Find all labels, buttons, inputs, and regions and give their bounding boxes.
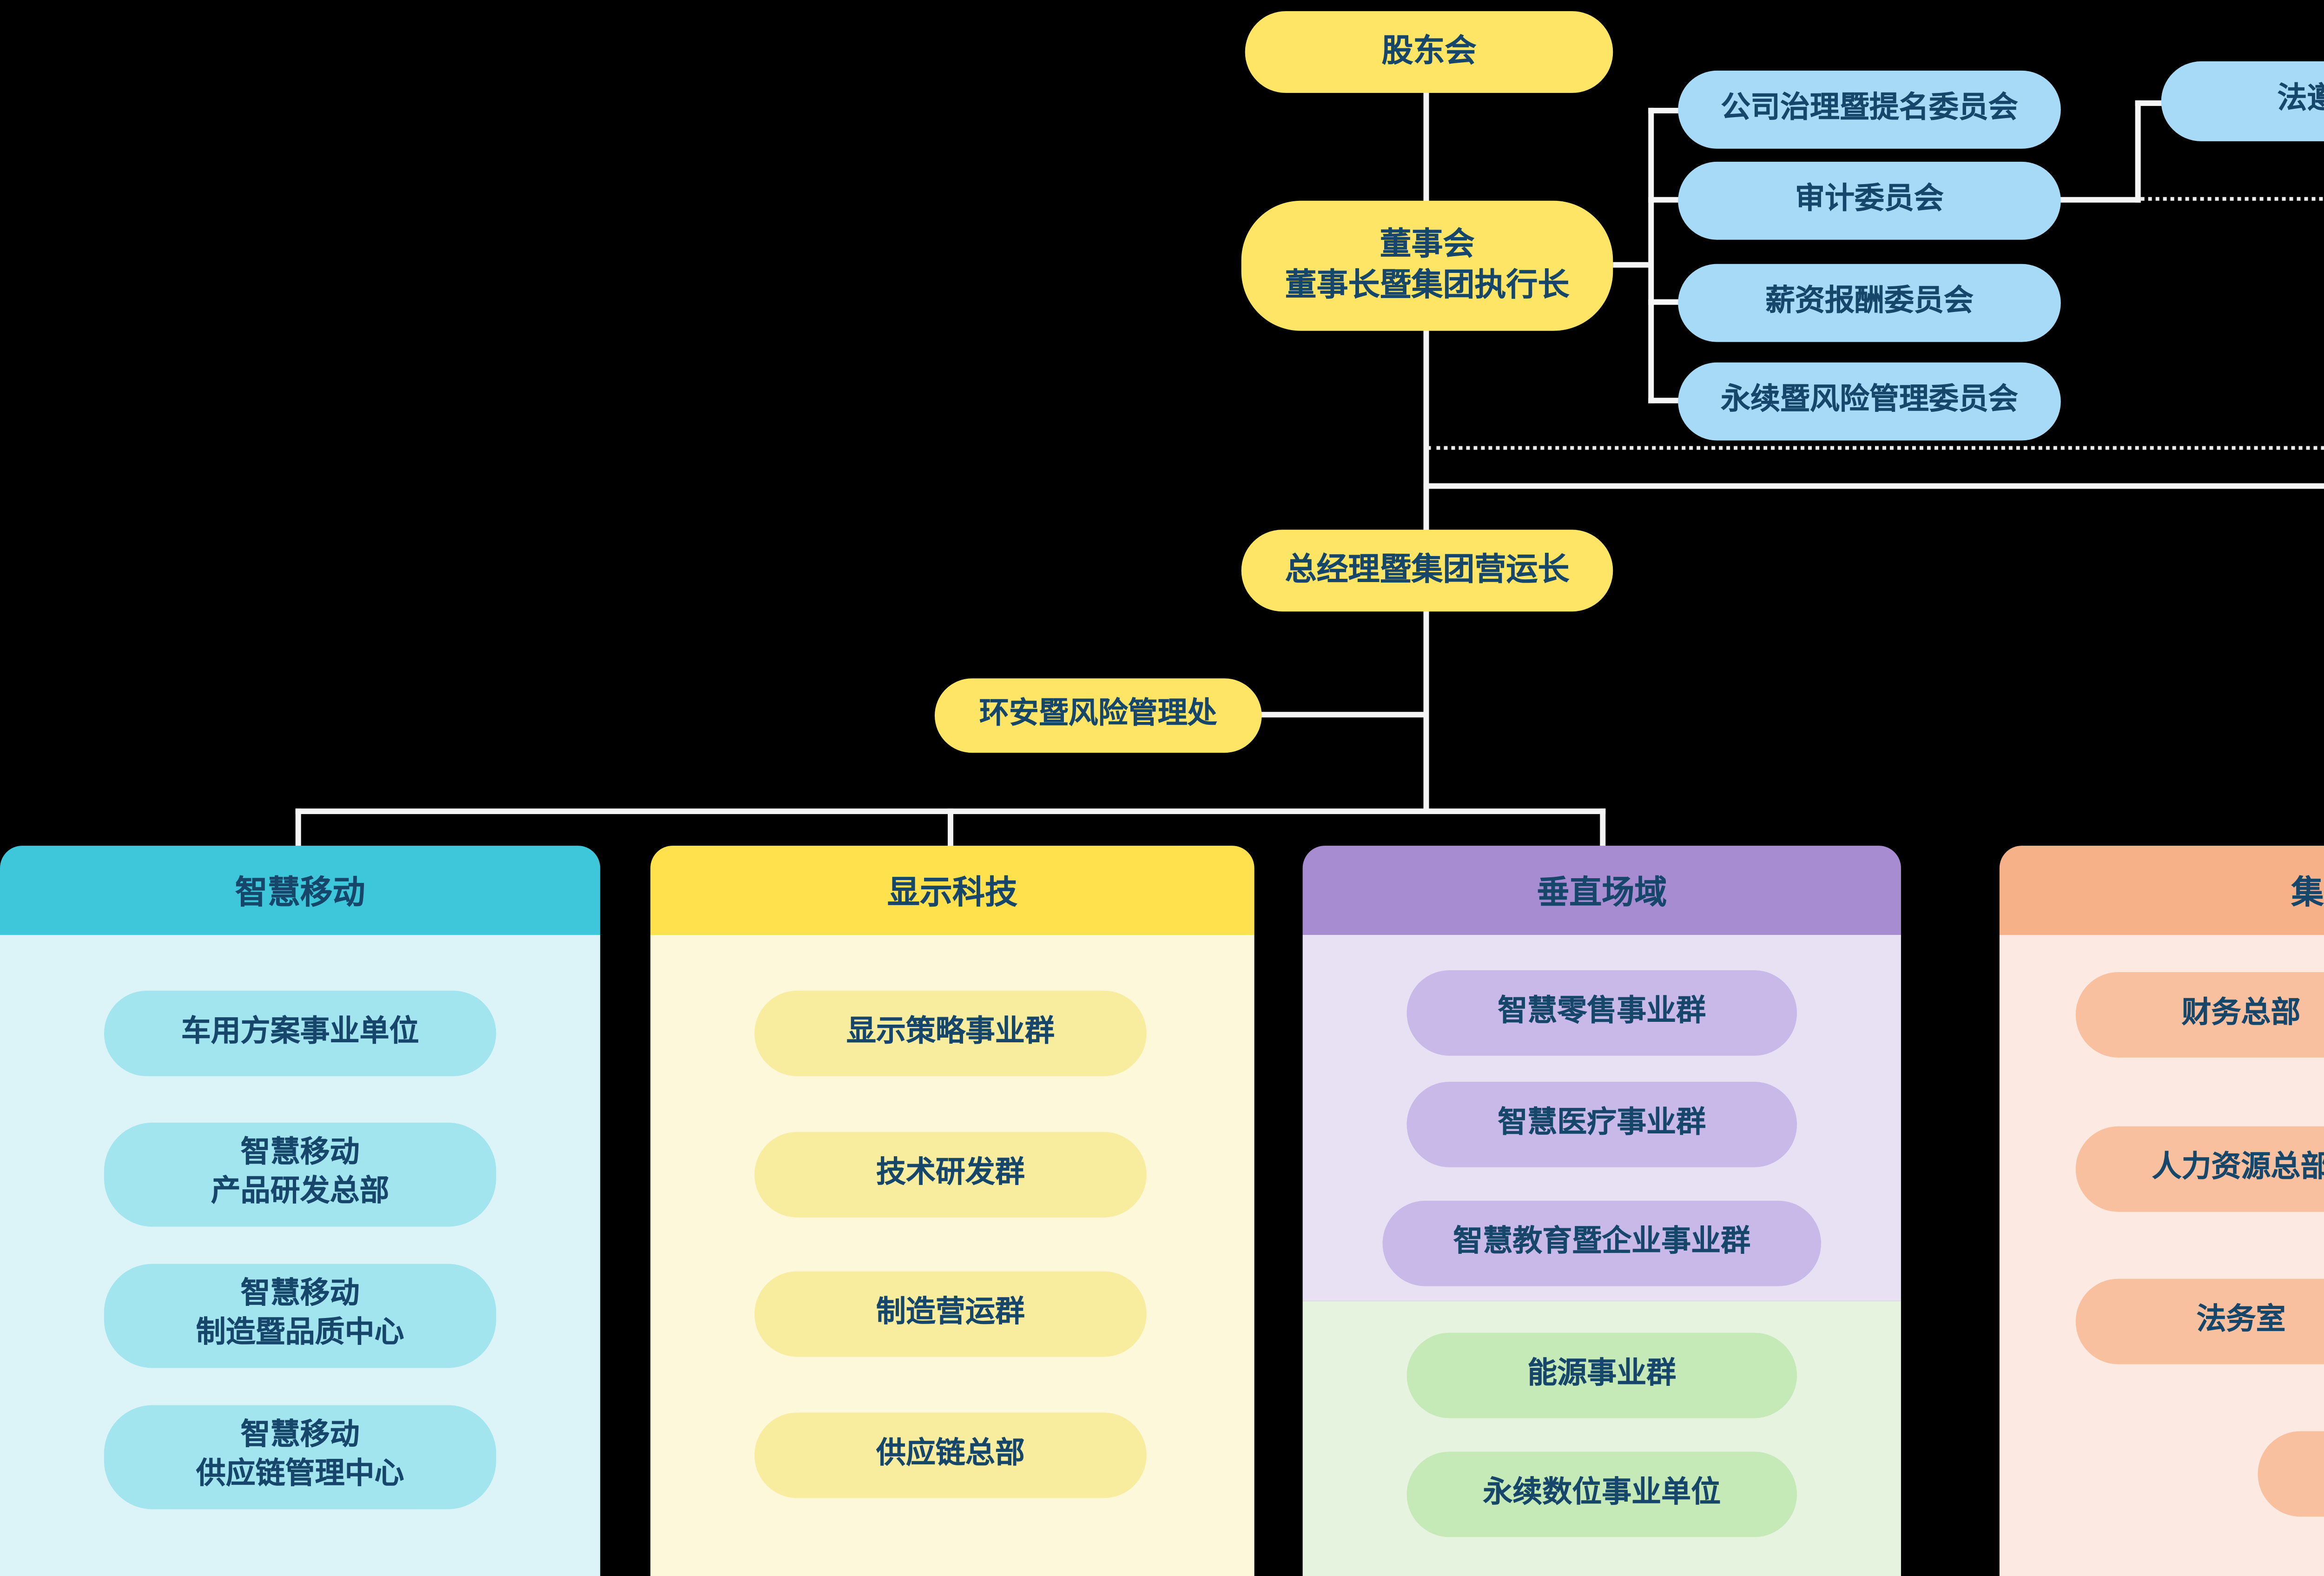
connector-committee-stub-1 xyxy=(1648,107,1682,113)
connector-committee-bracket xyxy=(1648,107,1654,404)
node-shareholders: 股东会 xyxy=(1245,11,1613,93)
division-header-group-support: 集团营运支援单位 xyxy=(1999,846,2324,935)
connector-main-trunk xyxy=(1423,52,1429,813)
dotted-compliance-to-trunk xyxy=(1427,446,2324,450)
connector-to-support-h xyxy=(1423,483,2324,489)
dotted-audit-to-edge xyxy=(2140,197,2324,201)
committee-compensation: 薪资报酬委员会 xyxy=(1678,264,2061,342)
connector-drop-mobility xyxy=(295,808,301,850)
connector-committee-stub-3 xyxy=(1648,299,1682,305)
unit-audit-management-office: 稽核管理处 xyxy=(2258,1431,2324,1517)
connector-ehs xyxy=(1260,712,1427,718)
connector-compliance-in xyxy=(2135,100,2165,106)
unit-display-strategy: 显示策略事业群 xyxy=(754,990,1147,1076)
unit-finance-hq: 财务总部 xyxy=(2075,972,2324,1058)
connector-audit-to-compliance-v xyxy=(2135,100,2141,203)
connector-drop-vertical xyxy=(1600,808,1606,850)
node-coo: 总经理暨集团营运长 xyxy=(1241,530,1613,612)
node-compliance-advisor: 法遵总顾问 xyxy=(2161,61,2324,141)
division-header-display-tech: 显示科技 xyxy=(650,846,1254,935)
unit-mobility-supply-chain: 智慧移动 供应链管理中心 xyxy=(104,1405,496,1510)
node-board: 董事会 董事长暨集团执行长 xyxy=(1241,200,1613,331)
unit-mfg-operations-group: 制造营运群 xyxy=(754,1271,1147,1357)
connector-drop-display xyxy=(947,808,953,850)
connector-audit-to-compliance-h xyxy=(2059,197,2141,203)
division-header-vertical-domains: 垂直场域 xyxy=(1302,846,1901,935)
unit-supply-chain-hq: 供应链总部 xyxy=(754,1412,1147,1498)
unit-sustainable-digital: 永续数位事业单位 xyxy=(1406,1451,1797,1537)
connector-committee-stub-4 xyxy=(1648,397,1682,404)
unit-tech-rd-group: 技术研发群 xyxy=(754,1132,1147,1218)
unit-hr-hq: 人力资源总部 xyxy=(2075,1126,2324,1212)
unit-smart-medical: 智慧医疗事业群 xyxy=(1406,1081,1797,1167)
unit-smart-education-enterprise: 智慧教育暨企业事业群 xyxy=(1382,1200,1822,1286)
division-header-smart-mobility: 智慧移动 xyxy=(0,846,601,935)
connector-committee-stub-2 xyxy=(1648,197,1682,203)
unit-smart-retail: 智慧零售事业群 xyxy=(1406,970,1797,1056)
unit-mobility-rd-hq: 智慧移动 产品研发总部 xyxy=(104,1122,496,1227)
connector-board-to-committees xyxy=(1613,262,1652,268)
unit-legal-office: 法务室 xyxy=(2075,1278,2324,1364)
unit-mobility-mfg-quality: 智慧移动 制造暨品质中心 xyxy=(104,1264,496,1368)
committee-sustainability-risk: 永续暨风险管理委员会 xyxy=(1678,362,2061,441)
committee-audit: 审计委员会 xyxy=(1678,161,2061,240)
unit-energy-group: 能源事业群 xyxy=(1406,1332,1797,1418)
committee-governance-nomination: 公司治理暨提名委员会 xyxy=(1678,70,2061,149)
node-ehs-risk: 环安暨风险管理处 xyxy=(934,678,1262,753)
unit-automotive-solutions: 车用方案事业单位 xyxy=(104,990,496,1076)
